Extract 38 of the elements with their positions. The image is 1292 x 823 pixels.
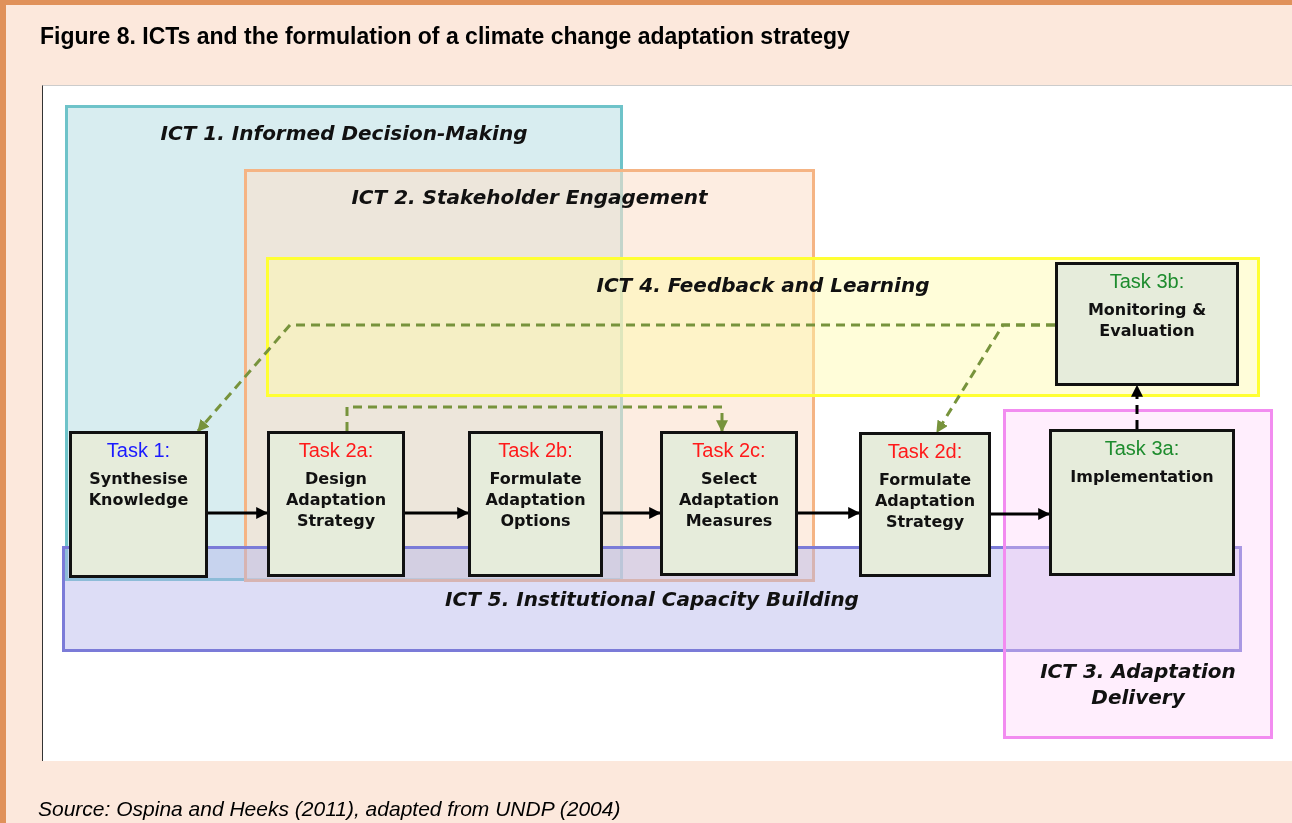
- task-box: [1055, 262, 1239, 386]
- region-title: ICT 3. Adaptation Delivery: [1039, 658, 1237, 710]
- task-description: Design Adaptation Strategy: [284, 469, 387, 532]
- task-title: Task 3b:: [1109, 269, 1185, 294]
- dashed-arrow: [345, 405, 728, 433]
- task-description: Monitoring & Evaluation: [1086, 300, 1208, 342]
- task-description: Implementation: [1069, 467, 1215, 488]
- arrow: [798, 507, 861, 519]
- task-description: Formulate Adaptation Options: [484, 469, 587, 532]
- arrow: [405, 507, 470, 519]
- task-description: Select Adaptation Measures: [677, 469, 780, 532]
- task-box: [660, 431, 798, 576]
- region-title: ICT 4. Feedback and Learning: [596, 272, 930, 298]
- figure-title: Figure 8. ICTs and the formulation of a climate change adaptation strategy: [40, 23, 850, 50]
- task-box: [468, 431, 603, 577]
- task-title: Task 2d:: [887, 439, 963, 464]
- task-description: Synthesise Knowledge: [87, 469, 190, 511]
- task-title: Task 2c:: [692, 438, 766, 463]
- task-box: [267, 431, 405, 577]
- arrow: [208, 507, 269, 519]
- task-box: [859, 432, 991, 577]
- task-title: Task 3a:: [1104, 436, 1180, 461]
- region-title: ICT 1. Informed Decision-Making: [160, 120, 528, 146]
- task-box: [69, 431, 208, 578]
- task-title: Task 2b:: [498, 438, 573, 463]
- source-caption: Source: Ospina and Heeks (2011), adapted from UNDP (2004): [38, 797, 621, 821]
- task-description: Formulate Adaptation Strategy: [873, 470, 976, 533]
- dashed-arrow: [1131, 384, 1143, 429]
- task-title: Task 1:: [106, 438, 171, 463]
- arrow: [603, 507, 662, 519]
- region-title: ICT 5. Institutional Capacity Building: [445, 586, 859, 612]
- region-box: [1003, 409, 1273, 739]
- region-box: [266, 257, 1260, 397]
- task-box: [1049, 429, 1235, 576]
- dashed-arrow: [935, 323, 1055, 433]
- region-title: ICT 2. Stakeholder Engagement: [351, 184, 708, 210]
- task-title: Task 2a:: [298, 438, 374, 463]
- arrow: [991, 508, 1051, 520]
